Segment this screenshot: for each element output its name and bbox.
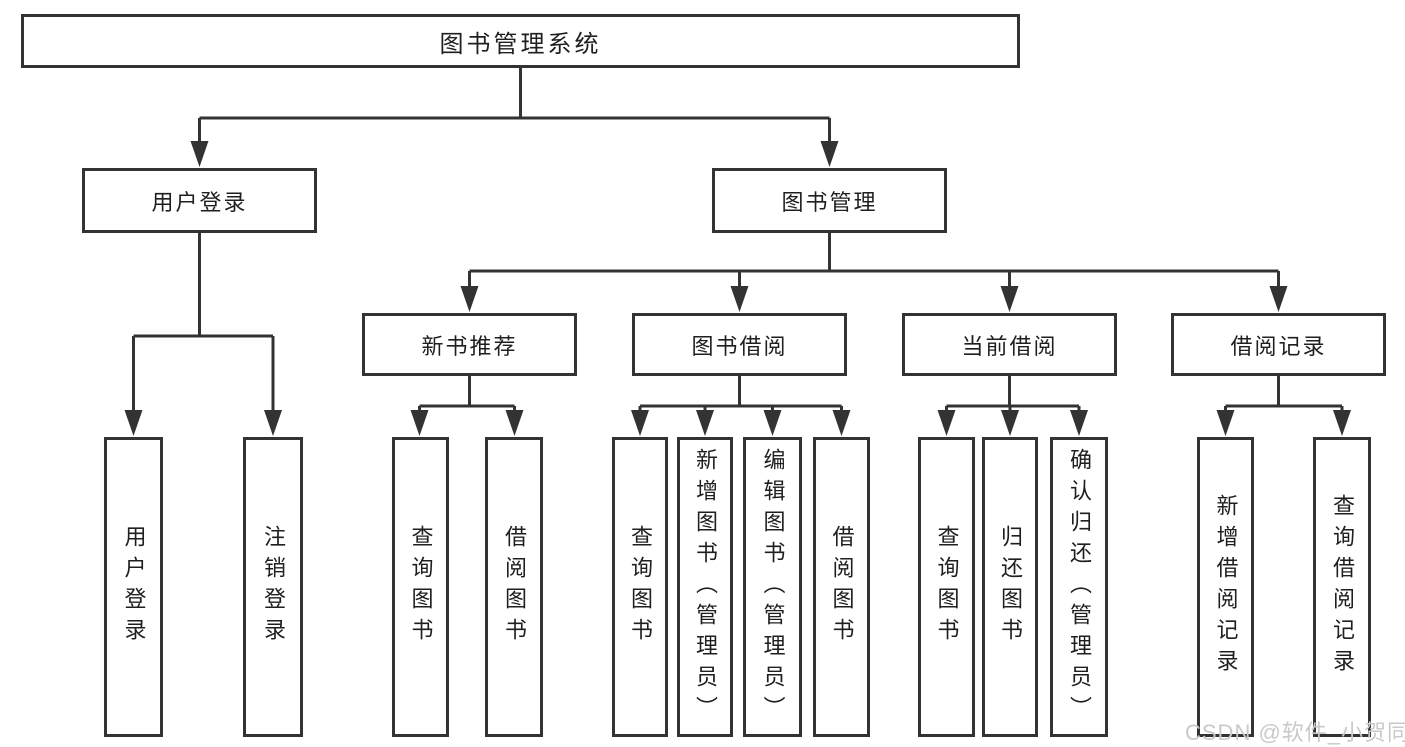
node-label: 借阅记录 bbox=[1230, 333, 1327, 359]
leaf-query-books-current: 查询图书 bbox=[918, 437, 975, 737]
leaf-add-books-admin: 新增图书（管理员） bbox=[677, 437, 733, 737]
node-label: 当前借阅 bbox=[961, 333, 1058, 359]
node-borrow-records: 借阅记录 bbox=[1171, 313, 1386, 376]
csdn-watermark: CSDN @软件_小贺同学 bbox=[1185, 720, 1405, 745]
leaf-borrow-books: 借阅图书 bbox=[813, 437, 870, 737]
node-label: 注销登录 bbox=[261, 525, 286, 649]
node-book-borrow: 图书借阅 bbox=[632, 313, 847, 376]
node-label: 查询图书 bbox=[628, 525, 653, 649]
leaf-add-borrow-record: 新增借阅记录 bbox=[1197, 437, 1254, 737]
node-user-login-branch: 用户登录 bbox=[82, 168, 317, 233]
leaf-confirm-return-admin: 确认归还（管理员） bbox=[1050, 437, 1108, 737]
leaf-query-books-recommend: 查询图书 bbox=[392, 437, 449, 737]
leaf-logout: 注销登录 bbox=[243, 437, 303, 737]
node-label: 借阅图书 bbox=[502, 525, 527, 649]
node-label: 图书管理系统 bbox=[439, 30, 602, 58]
node-label: 用户登录 bbox=[121, 525, 147, 649]
node-label: 新增借阅记录 bbox=[1213, 494, 1239, 680]
leaf-edit-books-admin: 编辑图书（管理员） bbox=[743, 437, 802, 737]
node-label: 归还图书 bbox=[998, 525, 1023, 649]
node-label: 图书管理 bbox=[781, 189, 878, 215]
node-new-book-recommend: 新书推荐 bbox=[362, 313, 577, 376]
leaf-query-borrow-record: 查询借阅记录 bbox=[1313, 437, 1371, 737]
leaf-user-login: 用户登录 bbox=[104, 437, 163, 737]
node-label: 图书借阅 bbox=[691, 333, 788, 359]
node-label: 新书推荐 bbox=[421, 333, 518, 359]
node-label: 查询图书 bbox=[408, 525, 434, 649]
node-label: 查询图书 bbox=[934, 525, 960, 649]
node-label: 查询借阅记录 bbox=[1330, 494, 1355, 680]
node-book-management-branch: 图书管理 bbox=[712, 168, 947, 233]
node-current-borrow: 当前借阅 bbox=[902, 313, 1117, 376]
leaf-query-books-borrow: 查询图书 bbox=[612, 437, 668, 737]
node-label: 用户登录 bbox=[151, 189, 248, 215]
leaf-return-books: 归还图书 bbox=[982, 437, 1038, 737]
node-root-library-management-system: 图书管理系统 bbox=[21, 14, 1020, 68]
leaf-borrow-books-recommend: 借阅图书 bbox=[485, 437, 543, 737]
node-label: 编辑图书（管理员） bbox=[760, 447, 786, 727]
arrowheads bbox=[124, 141, 1351, 436]
node-label: 借阅图书 bbox=[829, 525, 855, 649]
node-label: 确认归还（管理员） bbox=[1067, 447, 1092, 727]
node-label: 新增图书（管理员） bbox=[693, 447, 718, 727]
